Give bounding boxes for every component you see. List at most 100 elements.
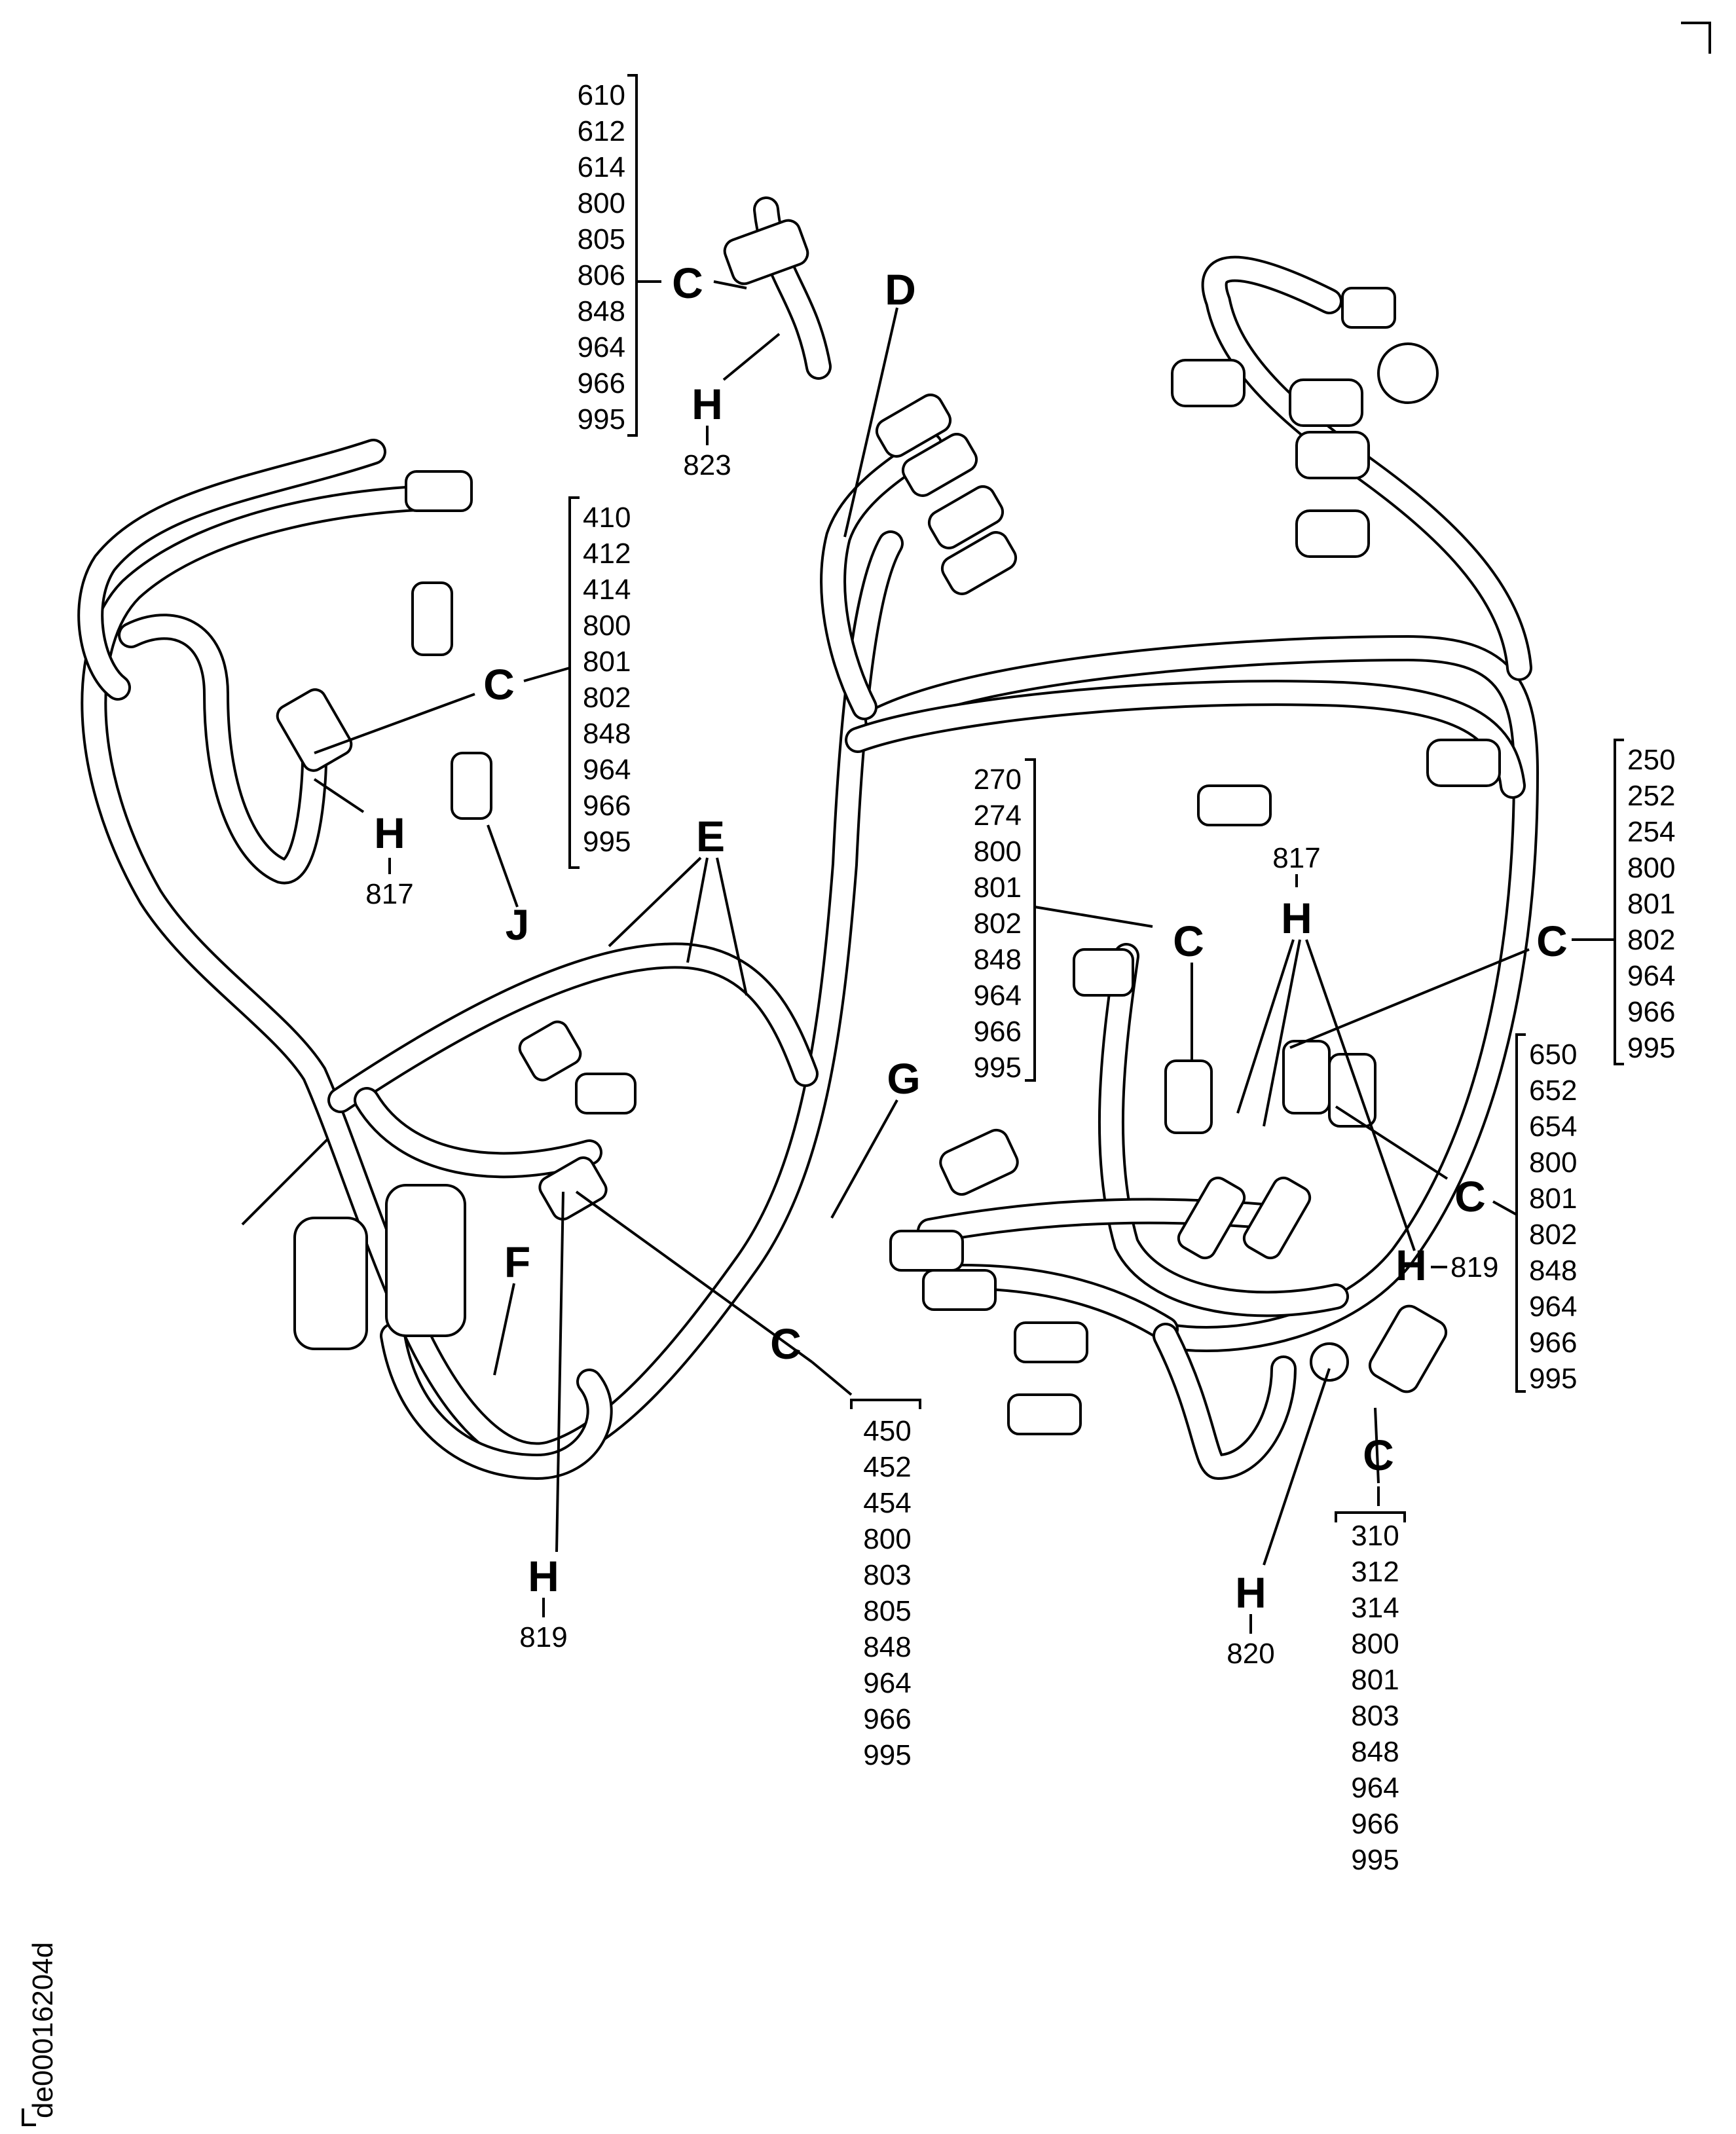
callout-top-c: 610 612 614 800 805 806 848 964 966 995 … — [578, 79, 703, 435]
callout-left-c: 410 412 414 800 801 802 848 964 966 995 … — [483, 502, 631, 858]
part-number: 995 — [1351, 1844, 1399, 1876]
callout-letter: C — [1363, 1431, 1394, 1479]
part-number: 819 — [1450, 1251, 1498, 1283]
part-number: 848 — [1529, 1255, 1577, 1287]
part-number: 314 — [1351, 1592, 1399, 1624]
connector-group-left — [276, 470, 492, 820]
part-number: 995 — [863, 1739, 911, 1771]
part-number: 964 — [1627, 960, 1675, 992]
callout-mid-c: 270 274 800 801 802 848 964 966 995 C — [974, 763, 1204, 1084]
callout-top-h: H 823 — [683, 380, 731, 481]
part-number: 966 — [1529, 1327, 1577, 1359]
part-number: 966 — [974, 1016, 1022, 1048]
callout-e: E — [696, 812, 725, 860]
callout-left-h: H 817 — [365, 809, 413, 910]
part-number: 312 — [1351, 1556, 1399, 1588]
part-number: 995 — [1529, 1363, 1577, 1395]
part-number: 800 — [1627, 852, 1675, 884]
connector-group-top — [723, 219, 1018, 595]
part-number: 819 — [519, 1621, 567, 1653]
part-number: 966 — [863, 1703, 911, 1735]
part-number: 966 — [583, 790, 631, 822]
part-number: 800 — [1529, 1147, 1577, 1179]
part-number: 800 — [578, 187, 625, 219]
callout-letter: C — [1173, 917, 1204, 965]
part-number: 454 — [863, 1487, 911, 1519]
callout-bottom-c: C 450 452 454 800 803 805 848 964 966 99… — [770, 1319, 912, 1771]
figure-id: de00016204d — [27, 1942, 59, 2118]
part-number: 614 — [578, 151, 625, 183]
callout-br-h: H 820 — [1227, 1568, 1274, 1670]
part-number: 652 — [1529, 1075, 1577, 1107]
part-number: 966 — [1351, 1808, 1399, 1840]
part-number: 802 — [974, 908, 1022, 940]
part-number: 802 — [1529, 1219, 1577, 1251]
leader-lines — [22, 74, 1624, 2126]
callout-j: J — [506, 900, 530, 949]
part-number: 803 — [863, 1559, 911, 1591]
callout-letter: H — [692, 380, 723, 428]
callout-center-h: 817 H — [1272, 842, 1320, 942]
part-number: 820 — [1227, 1638, 1274, 1670]
part-number: 803 — [1351, 1700, 1399, 1732]
part-number: 995 — [583, 826, 631, 858]
part-number: 801 — [583, 646, 631, 678]
part-number: 801 — [1529, 1183, 1577, 1215]
part-number: 802 — [1627, 924, 1675, 956]
callout-letter: H — [1235, 1568, 1266, 1617]
part-number: 410 — [583, 502, 631, 534]
callout-br-c: C 310 312 314 800 801 803 848 964 966 99… — [1351, 1431, 1399, 1876]
part-number: 964 — [1529, 1291, 1577, 1323]
part-number: 823 — [683, 449, 731, 481]
part-number: 612 — [578, 115, 625, 147]
part-number: 817 — [1272, 842, 1320, 874]
callout-letter: C — [672, 259, 703, 307]
callout-d: D — [885, 265, 916, 314]
callout-letter: C — [770, 1319, 802, 1368]
part-number: 964 — [578, 331, 625, 363]
callout-g: G — [887, 1054, 920, 1103]
part-number: 964 — [1351, 1772, 1399, 1804]
part-number: 250 — [1627, 744, 1675, 776]
part-number: 800 — [1351, 1628, 1399, 1660]
callout-letter: H — [1281, 894, 1312, 942]
part-number: 254 — [1627, 816, 1675, 848]
callout-letter: H — [528, 1552, 559, 1600]
part-number: 964 — [863, 1667, 911, 1699]
connector-group-center — [889, 784, 1272, 1435]
part-number: 995 — [974, 1052, 1022, 1084]
part-number: 800 — [974, 836, 1022, 868]
callout-right-c: C 250 252 254 800 801 802 964 966 995 — [1536, 744, 1675, 1064]
part-number: 817 — [365, 878, 413, 910]
part-number: 452 — [863, 1451, 911, 1483]
part-number: 800 — [583, 610, 631, 642]
callout-right-h: H 819 — [1395, 1241, 1498, 1289]
part-number: 412 — [583, 538, 631, 570]
part-number: 801 — [1351, 1664, 1399, 1696]
part-number: 801 — [974, 872, 1022, 904]
part-number: 848 — [578, 295, 625, 327]
part-number: 805 — [863, 1595, 911, 1627]
part-number: 450 — [863, 1415, 911, 1447]
part-number: 966 — [1627, 996, 1675, 1028]
callout-f: F — [504, 1238, 530, 1286]
part-number: 270 — [974, 763, 1022, 796]
part-number: 801 — [1627, 888, 1675, 920]
part-number: 802 — [583, 682, 631, 714]
part-number: 654 — [1529, 1111, 1577, 1143]
part-number: 274 — [974, 800, 1022, 832]
part-number: 848 — [863, 1631, 911, 1663]
connector-group-lower-left — [293, 1020, 637, 1350]
part-number: 966 — [578, 367, 625, 399]
part-number: 995 — [1627, 1032, 1675, 1064]
part-number: 806 — [578, 259, 625, 291]
connector-group-right — [1164, 739, 1501, 1393]
callout-bottom-h: H 819 — [519, 1552, 567, 1653]
part-number: 848 — [974, 944, 1022, 976]
callout-letter: C — [483, 660, 515, 708]
callout-letter: C — [1536, 917, 1568, 965]
part-number: 848 — [1351, 1736, 1399, 1768]
part-number: 610 — [578, 79, 625, 111]
harness-artwork — [77, 196, 1540, 1481]
